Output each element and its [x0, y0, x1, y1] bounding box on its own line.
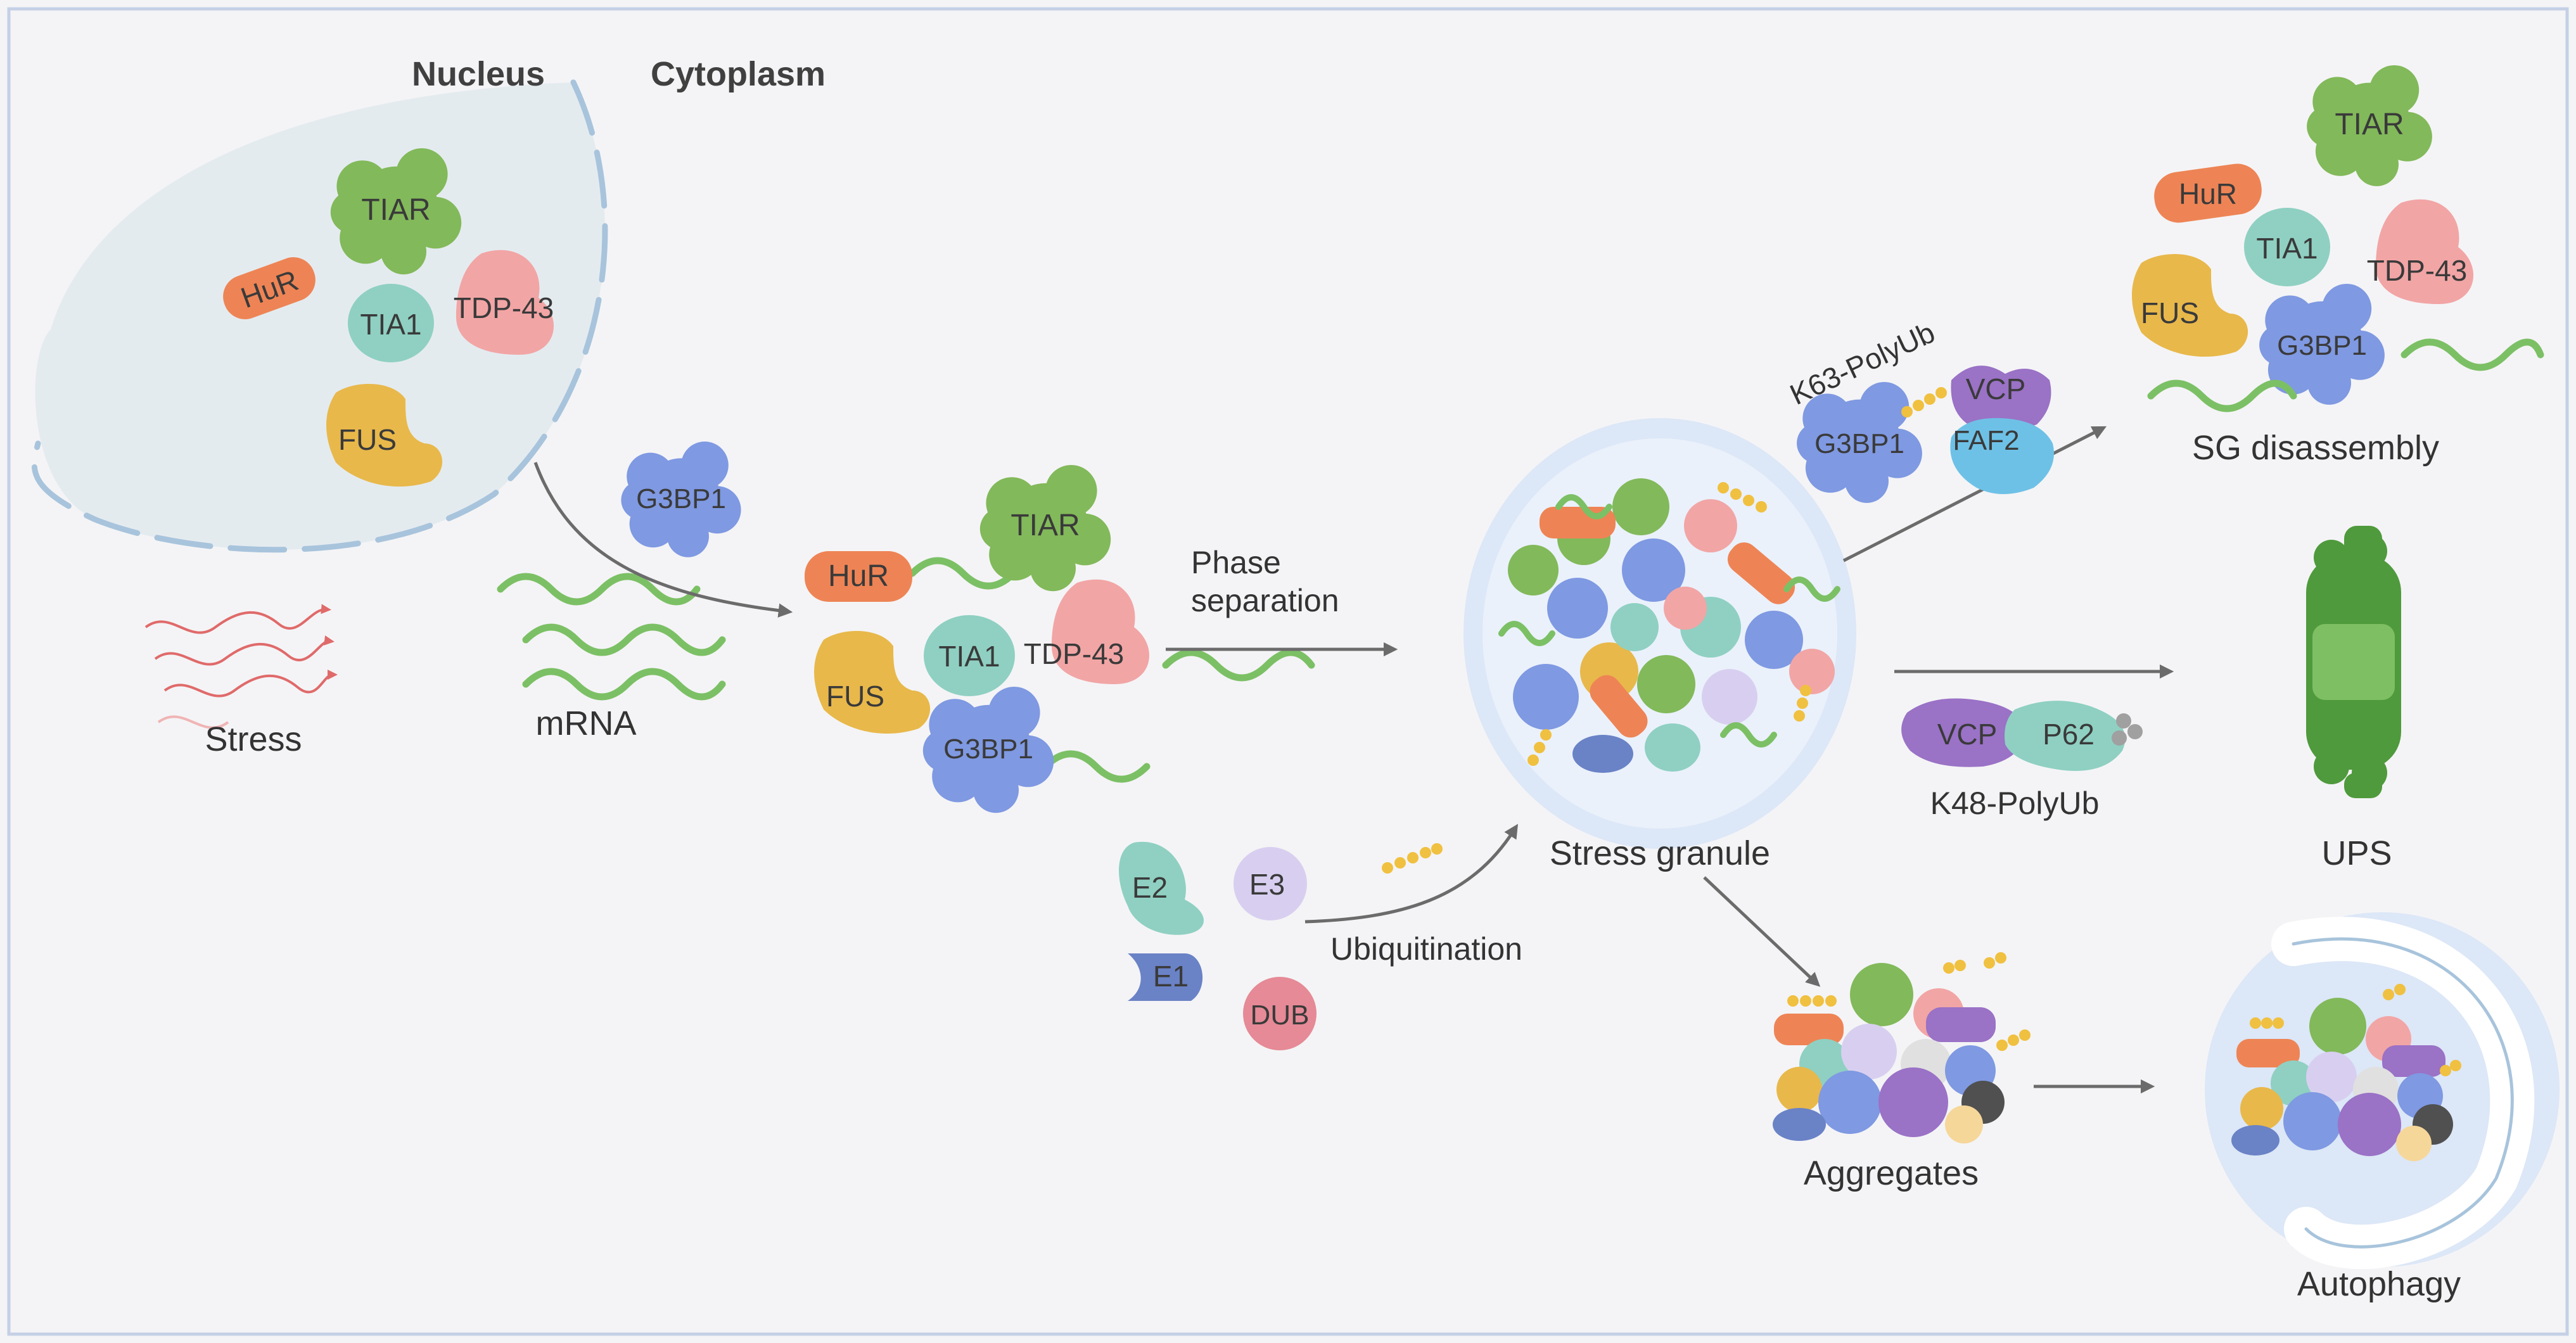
fus-label-dis: FUS	[2141, 296, 2199, 329]
k48-label: K48-PolyUb	[1930, 786, 2100, 821]
ubiquitination-arrow	[1304, 824, 1519, 924]
proteasome	[2306, 526, 2401, 798]
g3bp1-label-cyto: G3BP1	[943, 734, 1033, 765]
sg-disassembly-label: SG disassembly	[2192, 429, 2439, 467]
aggregates	[1773, 952, 2031, 1143]
tdp43-label: TDP-43	[454, 291, 554, 324]
stress-granule-label: Stress granule	[1550, 834, 1770, 872]
sg-disassembly-products: TIAR HuR TIA1 TDP-43 FUS G3BP1	[2132, 65, 2544, 412]
dub-label: DUB	[1251, 1000, 1310, 1031]
vcp-p62-complex: VCP P62	[1901, 698, 2143, 771]
nucleus-membrane	[31, 79, 608, 553]
frame	[7, 7, 2569, 1336]
aggregates-label: Aggregates	[1804, 1154, 1979, 1192]
hur-label-dis: HuR	[2179, 177, 2237, 210]
ups-label: UPS	[2321, 834, 2392, 872]
tia1-label: TIA1	[360, 308, 421, 341]
fus-label: FUS	[338, 423, 397, 456]
phase-separation-label-2: separation	[1191, 583, 1339, 618]
vcp-label-k63: VCP	[1966, 372, 2026, 405]
tdp43-label-cyto: TDP-43	[1024, 637, 1124, 670]
e3-label: E3	[1249, 868, 1285, 901]
tiar-label-dis: TIAR	[2335, 108, 2404, 141]
export-arrow	[533, 462, 793, 618]
nucleus-label: Nucleus	[412, 55, 545, 93]
vcp-label-k48: VCP	[1937, 718, 1998, 751]
nucleus-compartment	[31, 79, 608, 553]
nucleus-body	[35, 82, 605, 550]
autophagy-label: Autophagy	[2297, 1265, 2461, 1303]
tdp43-label-dis: TDP-43	[2367, 254, 2467, 287]
autophagosome	[2205, 912, 2560, 1270]
e1-label: E1	[1153, 960, 1189, 993]
g3bp1-label-k63: G3BP1	[1814, 428, 1904, 459]
fus-label-cyto: FUS	[826, 680, 884, 713]
cytoplasm-label: Cytoplasm	[651, 55, 826, 93]
stress-granule	[1463, 418, 1856, 849]
stress-label: Stress	[205, 720, 302, 758]
mrna-label: mRNA	[536, 704, 637, 742]
k63-arrow	[1842, 426, 2107, 563]
fus-protein: FUS	[326, 384, 443, 487]
vcp-faf2-g3bp1-complex: VCP FAF2 G3BP1	[1797, 366, 2054, 503]
tia1-label-cyto: TIA1	[938, 640, 1000, 673]
ubiquitination-enzymes: E2 E3 E1 DUB	[1119, 841, 1443, 1050]
g3bp1-protein-free: G3BP1	[621, 442, 741, 557]
mrna-strands	[497, 573, 726, 701]
p62-label: P62	[2043, 718, 2095, 751]
tiar-label: TIAR	[361, 193, 430, 227]
tdp43-protein: TDP-43	[454, 250, 554, 355]
hur-label-cyto: HuR	[828, 559, 889, 593]
tiar-protein: TIAR	[330, 148, 462, 275]
tia1-protein: TIA1	[348, 284, 434, 362]
g3bp1-label-dis: G3BP1	[2277, 330, 2367, 361]
tia1-label-dis: TIA1	[2256, 232, 2318, 265]
e2-label: E2	[1132, 871, 1168, 904]
faf2-label: FAF2	[1953, 425, 2019, 456]
aggregates-arrow	[1703, 876, 1821, 987]
cytoplasm-rbp-cluster: TIAR HuR TIA1 TDP-43 FUS G3BP1	[805, 465, 1315, 813]
g3bp1-label-free: G3BP1	[636, 483, 726, 514]
stress-signal	[144, 604, 338, 729]
phase-separation-label-1: Phase	[1191, 545, 1281, 580]
tiar-label-cyto: TIAR	[1011, 509, 1080, 542]
ubiquitination-label: Ubiquitination	[1330, 931, 1522, 967]
